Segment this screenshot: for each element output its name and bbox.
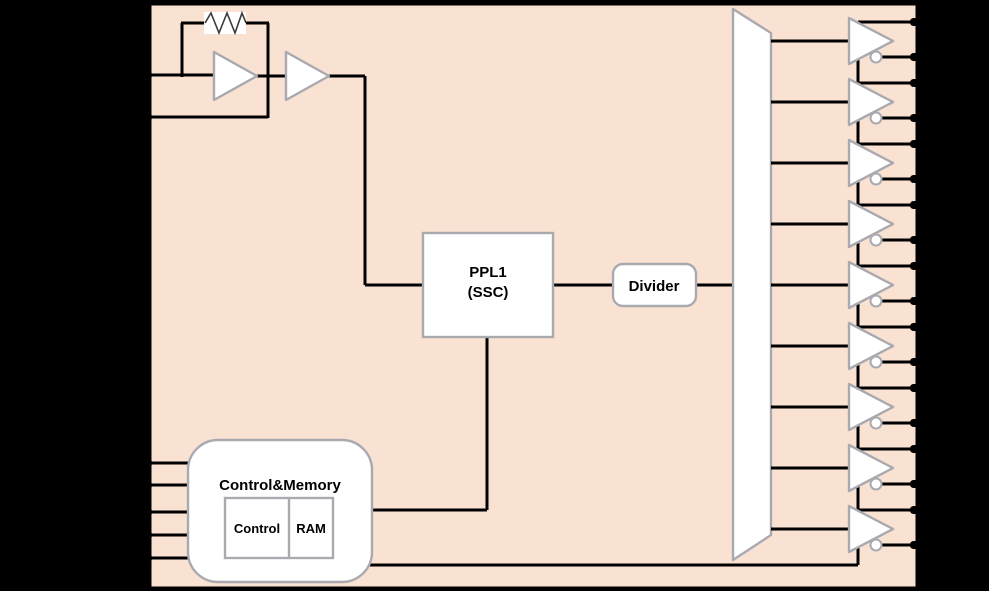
output-buffer-triangle-icon bbox=[847, 16, 895, 66]
out-minus-pin bbox=[910, 358, 928, 366]
out-minus-pin bbox=[910, 297, 928, 305]
out-plus-pin bbox=[910, 79, 928, 87]
out-plus-pin bbox=[910, 140, 928, 148]
mux-trapezoid bbox=[731, 7, 773, 562]
out-minus-pin bbox=[910, 53, 928, 61]
output-buffer-unit bbox=[771, 16, 928, 83]
output-buffer-triangle-icon bbox=[847, 504, 895, 554]
output-buffer-triangle-icon bbox=[847, 138, 895, 188]
output-buffer-triangle-icon bbox=[847, 443, 895, 493]
output-buffer-unit bbox=[771, 321, 928, 388]
pll-label-line2: (SSC) bbox=[468, 284, 509, 301]
output-buffer-bank bbox=[771, 16, 928, 565]
inverting-bubble-icon bbox=[869, 111, 883, 125]
xtal-pin-2 bbox=[138, 113, 152, 121]
out-plus-pin bbox=[910, 262, 928, 270]
out-minus-pin bbox=[910, 541, 928, 549]
inverting-bubble-icon bbox=[869, 416, 883, 430]
inverting-bubble-icon bbox=[869, 294, 883, 308]
out-plus-pin bbox=[910, 384, 928, 392]
output-buffer-unit bbox=[771, 443, 928, 510]
output-buffer-unit bbox=[771, 199, 928, 266]
output-buffer-unit bbox=[771, 382, 928, 449]
pll-wires bbox=[371, 283, 735, 512]
divider-block bbox=[611, 262, 698, 308]
output-buffer-triangle-icon bbox=[847, 199, 895, 249]
cm-pin-2 bbox=[138, 481, 152, 489]
inverting-bubble-icon bbox=[869, 233, 883, 247]
osc-amp2-icon bbox=[284, 50, 331, 102]
out-minus-pin bbox=[910, 419, 928, 427]
pll-block bbox=[421, 231, 555, 339]
cm-pin-5 bbox=[138, 554, 152, 562]
resistor-body bbox=[204, 12, 246, 34]
out-plus-pin bbox=[910, 506, 928, 514]
control-label: Control bbox=[234, 521, 280, 536]
output-buffer-unit bbox=[771, 138, 928, 205]
out-plus-pin bbox=[910, 18, 928, 26]
output-buffer-triangle-icon bbox=[847, 321, 895, 371]
out-minus-pin bbox=[910, 236, 928, 244]
output-buffer-unit bbox=[771, 260, 928, 327]
output-buffer-unit bbox=[771, 77, 928, 144]
out-plus-pin bbox=[910, 323, 928, 331]
out-minus-pin bbox=[910, 480, 928, 488]
pll-label-line1: PPL1 bbox=[469, 264, 507, 281]
inverting-bubble-icon bbox=[869, 477, 883, 491]
output-buffer-triangle-icon bbox=[847, 77, 895, 127]
inverting-bubble-icon bbox=[869, 172, 883, 186]
xtal-pin-1 bbox=[138, 71, 152, 79]
control-memory-label: Control&Memory bbox=[219, 477, 341, 494]
out-plus-pin bbox=[910, 201, 928, 209]
output-buffer-triangle-icon bbox=[847, 260, 895, 310]
control-ram-box bbox=[223, 496, 335, 560]
osc-amp1-icon bbox=[212, 50, 259, 102]
out-plus-pin bbox=[910, 445, 928, 453]
inverting-bubble-icon bbox=[869, 355, 883, 369]
inverting-bubble-icon bbox=[869, 538, 883, 552]
cm-pin-1 bbox=[138, 459, 152, 467]
cm-pin-4 bbox=[138, 531, 152, 539]
out-minus-pin bbox=[910, 114, 928, 122]
control-memory-section: Control&Memory Control RAM bbox=[138, 438, 858, 584]
output-buffer-triangle-icon bbox=[847, 382, 895, 432]
cm-pin-3 bbox=[138, 508, 152, 516]
out-minus-pin bbox=[910, 175, 928, 183]
resistor-icon bbox=[204, 10, 247, 36]
output-buffer-unit bbox=[771, 504, 928, 565]
divider-label: Divider bbox=[629, 278, 680, 295]
ram-label: RAM bbox=[296, 521, 326, 536]
inverting-bubble-icon bbox=[869, 50, 883, 64]
